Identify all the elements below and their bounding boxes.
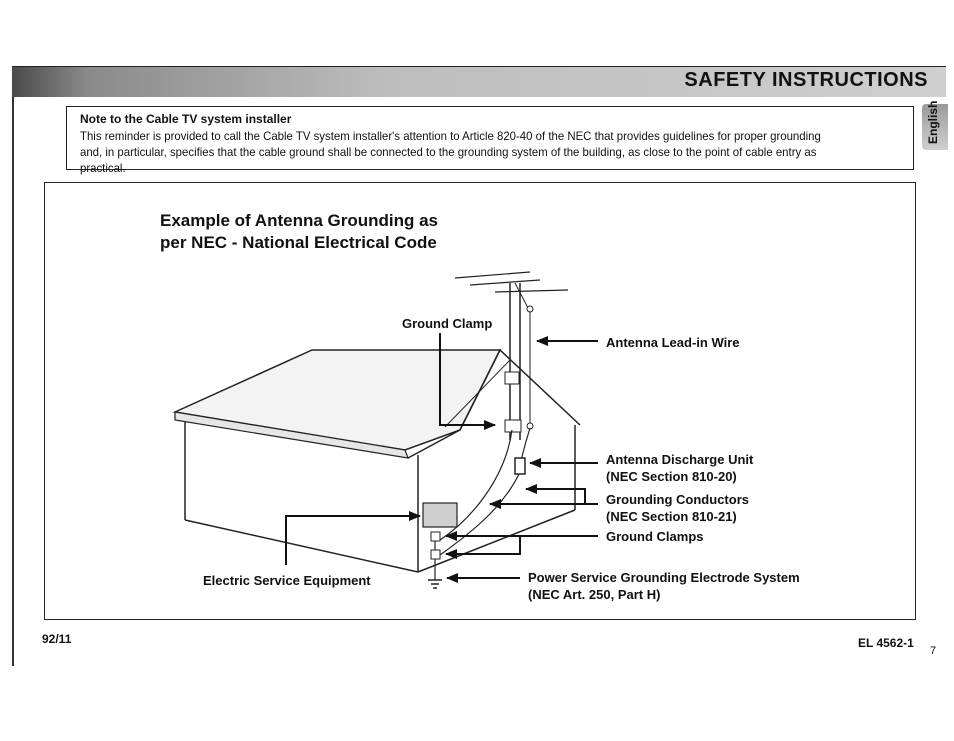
label-power-service-grounding: Power Service Grounding Electrode System…: [528, 569, 800, 603]
section-banner: SAFETY INSTRUCTIONS: [12, 66, 946, 97]
page-title: SAFETY INSTRUCTIONS: [684, 69, 928, 91]
note-body: This reminder is provided to call the Ca…: [80, 129, 821, 175]
label-power-service-line-2: (NEC Art. 250, Part H): [528, 587, 661, 602]
footer-date: 92/11: [42, 632, 72, 646]
label-ground-clamps: Ground Clamps: [606, 529, 704, 544]
label-electric-service-equipment: Electric Service Equipment: [203, 573, 371, 588]
label-grounding-conductors: Grounding Conductors (NEC Section 810-21…: [606, 491, 749, 525]
label-power-service-line-1: Power Service Grounding Electrode System: [528, 570, 800, 585]
ground-clamp-2: [430, 549, 441, 560]
figure-title-line-1: Example of Antenna Grounding as: [160, 211, 439, 230]
ground-symbol: [428, 579, 442, 589]
note-box: [66, 106, 914, 170]
house-roof: [172, 348, 581, 459]
label-discharge-unit-line-1: Antenna Discharge Unit: [606, 452, 754, 467]
house-walls: [184, 422, 576, 573]
page-number: 7: [930, 645, 937, 657]
label-antenna-lead-in-wire: Antenna Lead-in Wire: [606, 335, 740, 350]
discharge-unit: [514, 457, 526, 475]
antenna: [454, 271, 569, 440]
label-grounding-conductors-line-2: (NEC Section 810-21): [606, 509, 737, 524]
electric-service-box: [422, 502, 458, 528]
language-tab[interactable]: English: [922, 101, 948, 150]
left-margin-rule: [12, 66, 14, 666]
figure-title: Example of Antenna Grounding as per NEC …: [160, 210, 460, 254]
label-antenna-discharge-unit: Antenna Discharge Unit (NEC Section 810-…: [606, 451, 753, 485]
figure-title-line-2: per NEC - National Electrical Code: [160, 233, 437, 252]
figure-box: [44, 182, 916, 620]
label-discharge-unit-line-2: (NEC Section 810-20): [606, 469, 737, 484]
label-grounding-conductors-line-1: Grounding Conductors: [606, 492, 749, 507]
note-title: Note to the Cable TV system installer: [80, 112, 292, 126]
label-ground-clamp: Ground Clamp: [402, 316, 493, 331]
footer-code: EL 4562-1: [858, 636, 914, 650]
callout-arrows: [285, 333, 598, 583]
ground-clamp-1: [430, 531, 441, 542]
